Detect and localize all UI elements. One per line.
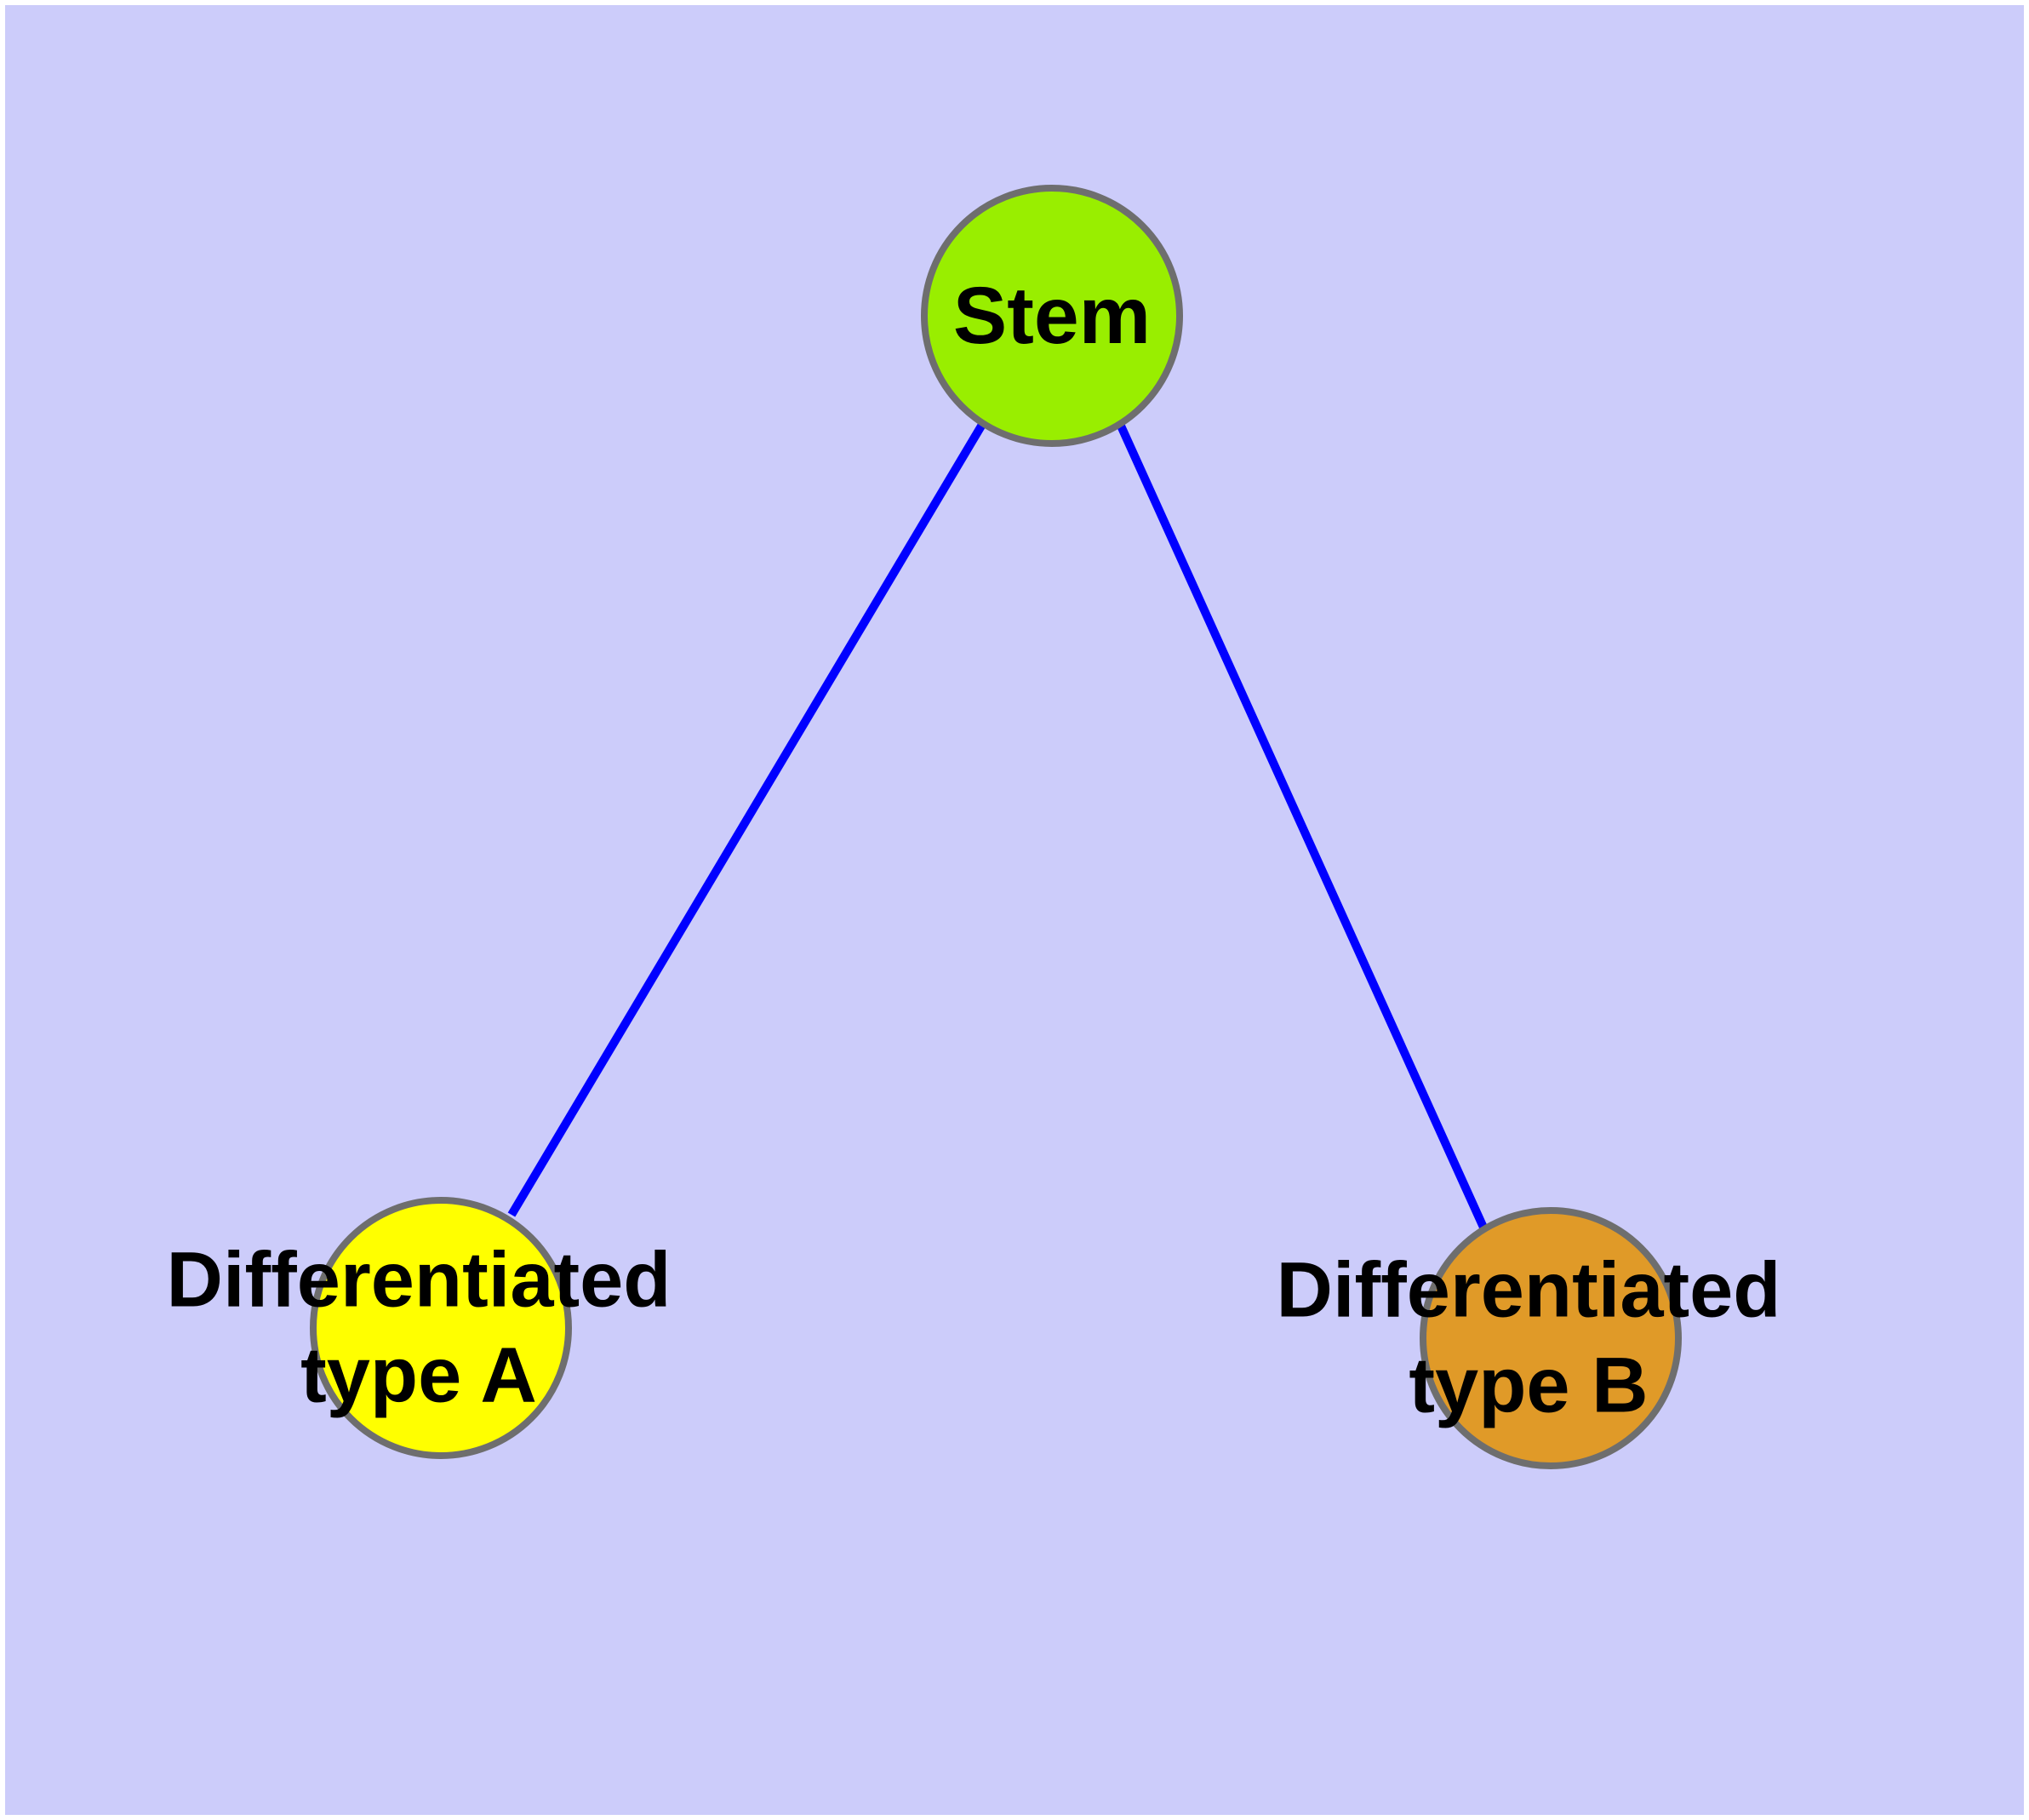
node-stem[interactable]: Stem xyxy=(921,185,1183,447)
edge-layer xyxy=(507,421,1489,1232)
node-stem-circle[interactable] xyxy=(921,185,1183,447)
node-stem-label: Stem xyxy=(953,271,1151,361)
node-differentiated-type-a-circle[interactable] xyxy=(310,1197,572,1459)
node-differentiated-type-b-circle[interactable] xyxy=(1420,1207,1682,1469)
edge-stem-to-differentiated-type-b xyxy=(1116,421,1489,1232)
edge-stem-to-differentiated-type-a xyxy=(507,421,987,1217)
